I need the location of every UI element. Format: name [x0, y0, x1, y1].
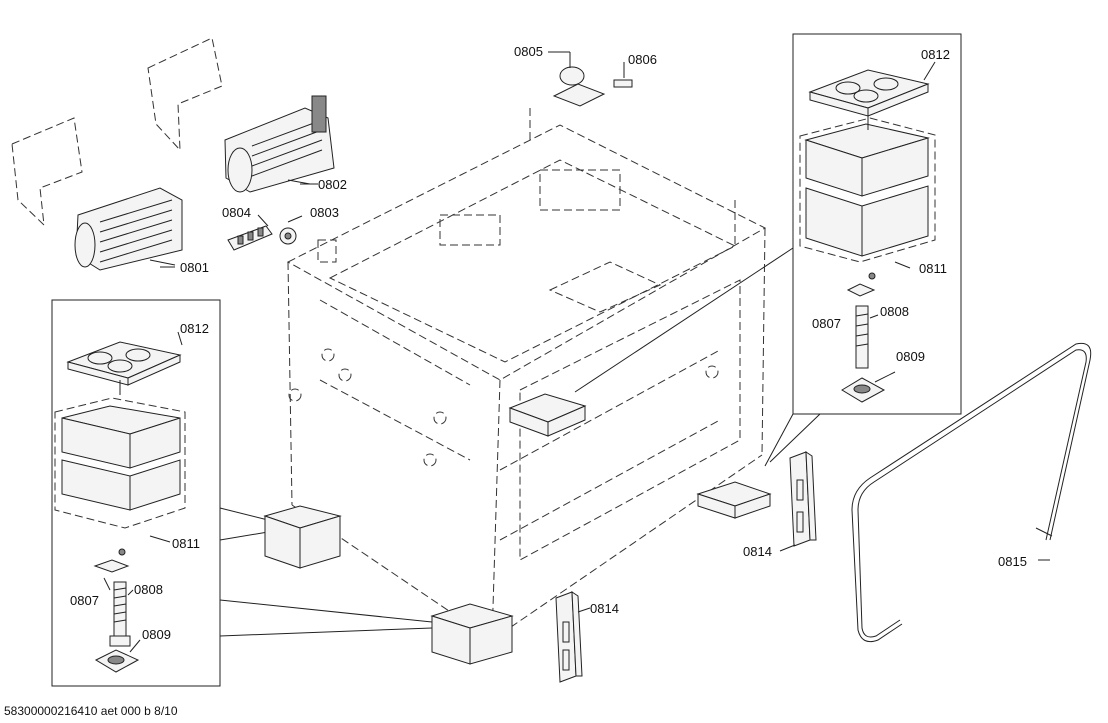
- callout-0804: 0804: [222, 205, 251, 220]
- diagram-reference-footer: 58300000216410 aet 000 b 8/10: [4, 704, 178, 718]
- callout-0805: 0805: [514, 44, 543, 59]
- detail-connector-lines: [219, 247, 821, 637]
- fan-assembly-0801: [11, 117, 183, 271]
- washer-left: [93, 559, 130, 573]
- small-parts: [227, 51, 633, 251]
- cabinet-frame: [286, 108, 767, 641]
- callout-0803: 0803: [310, 205, 339, 220]
- insulation-block-bottom-left: [61, 459, 131, 511]
- leveling-bolt-right: [855, 305, 869, 369]
- detail-box-right: [792, 33, 962, 415]
- handle-rod-0815: [851, 342, 1092, 643]
- callout-0811-right: 0811: [919, 261, 947, 276]
- callout-0812-left: 0812: [180, 321, 209, 336]
- leader-lines: [160, 51, 625, 268]
- washer-right: [846, 283, 876, 297]
- brackets-0814: [555, 451, 817, 683]
- callout-0801: 0801: [180, 260, 209, 275]
- callout-0815: 0815: [998, 554, 1027, 569]
- cabinet-feet: [263, 481, 772, 665]
- callout-0802: 0802: [318, 177, 347, 192]
- callout-0807-left: 0807: [70, 593, 99, 608]
- coupling-0806: [613, 79, 633, 88]
- fan-assembly-0802: [147, 37, 335, 193]
- detail-box-left: [51, 299, 221, 687]
- insulation-block-bottom-right: [805, 187, 863, 257]
- callout-0814-left: 0814: [590, 601, 619, 616]
- callout-0808-left: 0808: [134, 582, 163, 597]
- cabinet-module: [508, 393, 587, 437]
- callout-0814-right: 0814: [743, 544, 772, 559]
- callout-0809-left: 0809: [142, 627, 171, 642]
- callout-0808-right: 0808: [880, 304, 909, 319]
- callout-0807-right: 0807: [812, 316, 841, 331]
- callout-0812-right: 0812: [921, 47, 950, 62]
- callout-0809-right: 0809: [896, 349, 925, 364]
- callout-0806: 0806: [628, 52, 657, 67]
- callout-0811-left: 0811: [172, 536, 200, 551]
- motor-0805: [559, 66, 585, 86]
